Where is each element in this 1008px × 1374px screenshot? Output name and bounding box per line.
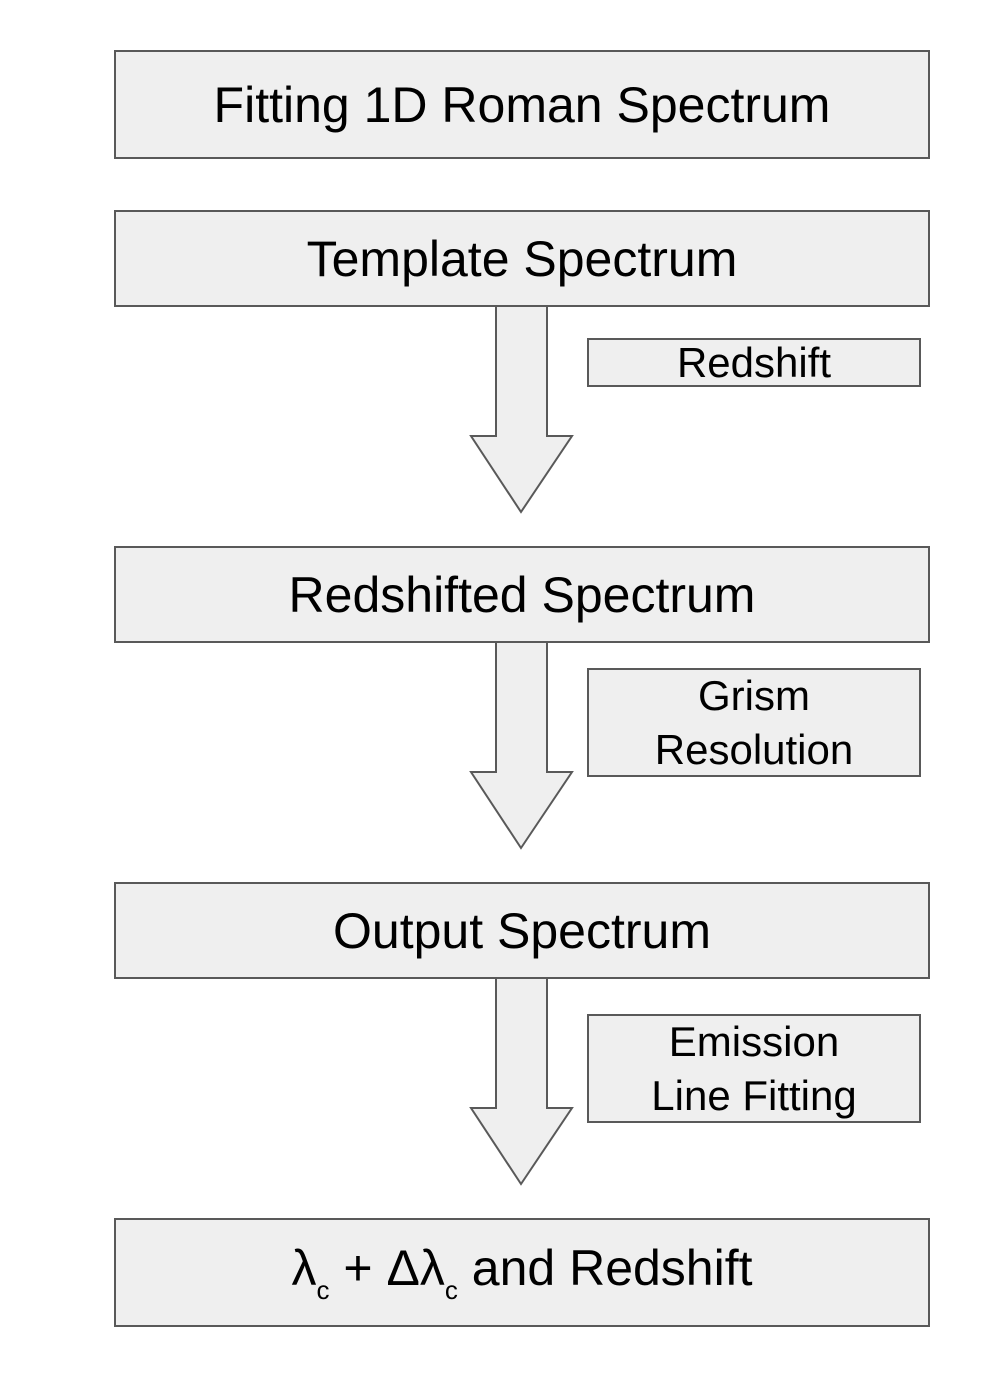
title-text: Fitting 1D Roman Spectrum (213, 76, 831, 133)
arrow-down-2 (469, 641, 574, 850)
lambda-symbol: λ (291, 1240, 317, 1296)
redshift-box: Redshift (587, 338, 921, 387)
plus-delta-lambda: + Δλ (329, 1240, 445, 1296)
subscript-c-1: c (316, 1275, 330, 1305)
emission-label-line2: Line Fitting (651, 1071, 857, 1119)
subscript-c-2: c (444, 1275, 458, 1305)
emission-line-fitting-box: Emission Line Fitting (587, 1014, 921, 1123)
and-redshift: and Redshift (457, 1240, 753, 1296)
result-text: λc + Δλc and Redshift (291, 1239, 752, 1306)
redshift-label: Redshift (676, 338, 832, 386)
title-box: Fitting 1D Roman Spectrum (114, 50, 930, 159)
grism-label-line2: Resolution (654, 725, 854, 773)
template-spectrum-label: Template Spectrum (306, 230, 738, 287)
result-box: λc + Δλc and Redshift (114, 1218, 930, 1327)
emission-label-line1: Emission (668, 1017, 840, 1065)
template-spectrum-box: Template Spectrum (114, 210, 930, 307)
arrow-down-3 (469, 977, 574, 1186)
output-spectrum-box: Output Spectrum (114, 882, 930, 979)
grism-label-line1: Grism (698, 671, 810, 719)
output-spectrum-label: Output Spectrum (333, 902, 711, 959)
redshifted-spectrum-box: Redshifted Spectrum (114, 546, 930, 643)
grism-resolution-box: Grism Resolution (587, 668, 921, 777)
redshifted-spectrum-label: Redshifted Spectrum (288, 566, 756, 623)
arrow-down-1 (469, 305, 574, 514)
